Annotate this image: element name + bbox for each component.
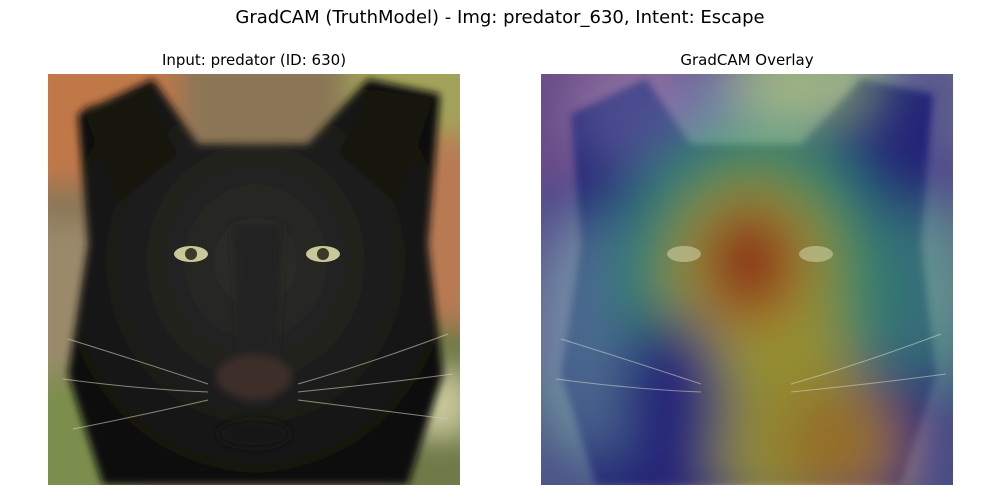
- figure-title: GradCAM (TruthModel) - Img: predator_630…: [235, 7, 765, 28]
- gradcam-overlay-image: [541, 74, 953, 485]
- overlay-panel-title: GradCAM Overlay: [680, 51, 814, 69]
- input-panel-title: Input: predator (ID: 630): [161, 51, 347, 69]
- input-image: [48, 74, 460, 485]
- heatmap-layer: [541, 74, 953, 485]
- whiskers: [62, 333, 454, 430]
- panther-features: [216, 224, 292, 448]
